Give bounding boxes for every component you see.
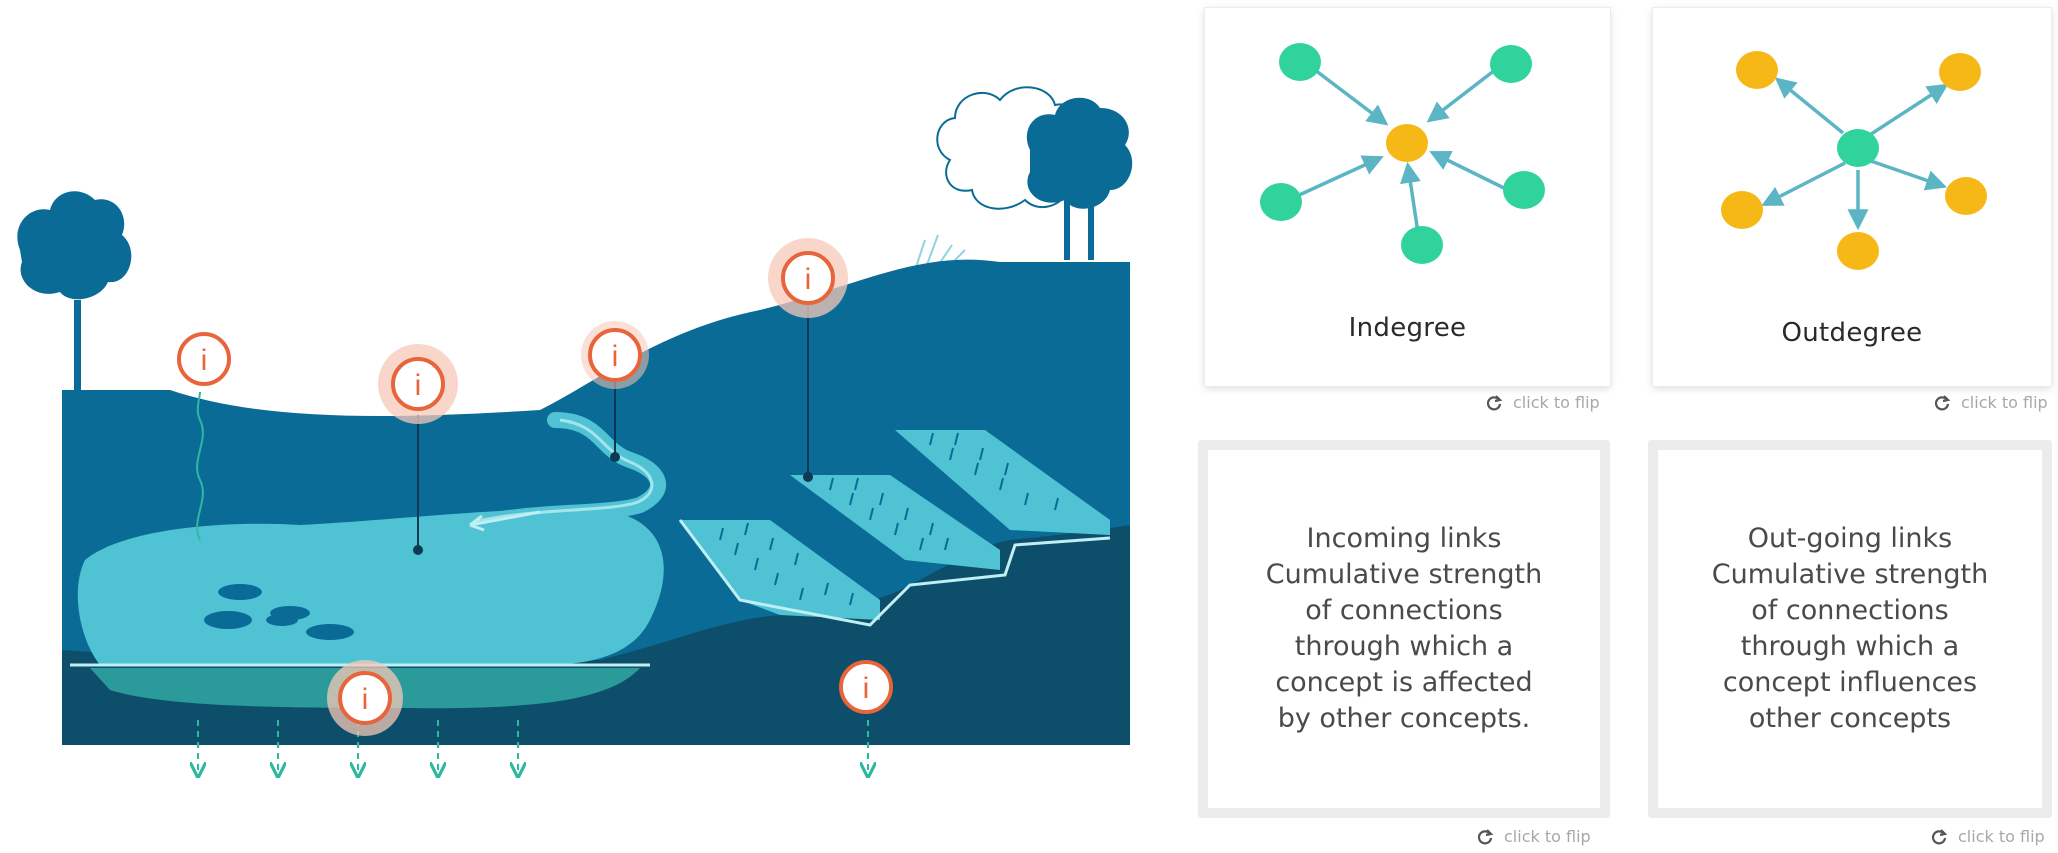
- flip-label: click to flip: [1504, 827, 1591, 846]
- refresh-icon: [1477, 828, 1494, 844]
- info-glyph: i: [612, 340, 619, 373]
- info-icon[interactable]: i: [768, 238, 848, 318]
- refresh-icon: [1934, 394, 1951, 410]
- outdegree-card[interactable]: Outdegree: [1653, 8, 2051, 386]
- info-glyph: i: [415, 369, 422, 402]
- flip-label: click to flip: [1961, 393, 2048, 412]
- info-glyph: i: [201, 344, 208, 377]
- info-glyph: i: [362, 683, 369, 716]
- info-glyph: i: [805, 263, 812, 296]
- indegree-title: Indegree: [1348, 313, 1467, 343]
- info-icon[interactable]: i: [839, 660, 893, 714]
- incoming-links-text: Incoming links Cumulative strength of co…: [1265, 523, 1543, 734]
- outgoing-links-text: Out-going links Cumulative strength of c…: [1711, 523, 1989, 734]
- info-icon[interactable]: i: [581, 321, 649, 389]
- refresh-icon: [1486, 394, 1503, 410]
- infiltration-arrows: [197, 391, 868, 770]
- incoming-flip-button[interactable]: click to flip: [1476, 827, 1591, 846]
- refresh-icon: [1931, 828, 1948, 844]
- right-trees: [936, 86, 1133, 260]
- outdegree-flip-button[interactable]: click to flip: [1933, 393, 2048, 412]
- indegree-graph: [1260, 43, 1545, 264]
- info-glyph: i: [863, 672, 870, 705]
- info-icon[interactable]: i: [378, 344, 458, 424]
- indegree-flip-button[interactable]: click to flip: [1485, 393, 1600, 412]
- info-icon[interactable]: i: [177, 332, 231, 386]
- outdegree-graph: [1721, 51, 1987, 270]
- pond-water: [77, 508, 664, 665]
- wetland-illustration: i i i i i i: [17, 86, 1133, 853]
- flip-label: click to flip: [1513, 393, 1600, 412]
- info-icon[interactable]: i: [327, 660, 403, 736]
- indegree-card[interactable]: Indegree: [1205, 8, 1610, 386]
- terraced-cells: [678, 430, 1111, 627]
- outdegree-title: Outdegree: [1781, 318, 1923, 348]
- incoming-links-card[interactable]: Incoming links Cumulative strength of co…: [1198, 440, 1610, 818]
- outgoing-links-card[interactable]: Out-going links Cumulative strength of c…: [1648, 440, 2052, 818]
- left-tree: [17, 191, 132, 390]
- flip-label: click to flip: [1958, 827, 2045, 846]
- outgoing-flip-button[interactable]: click to flip: [1930, 827, 2045, 846]
